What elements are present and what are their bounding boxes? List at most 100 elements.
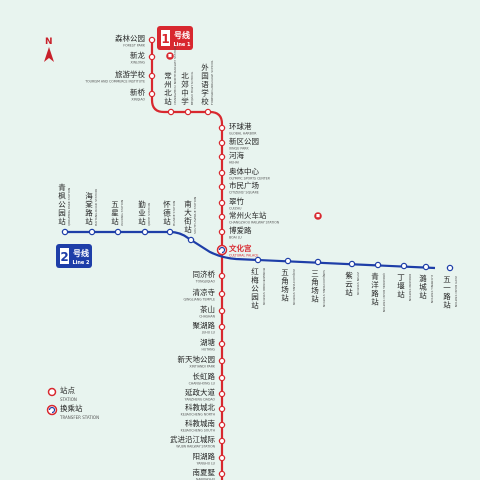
line1-station-2-label: 旅游学校	[115, 69, 145, 79]
line2-station-8-label-text: 三角场站	[311, 269, 319, 304]
line1-station-11-node[interactable]	[218, 183, 226, 191]
line1-station-4-label-text: 常州北站	[164, 72, 172, 107]
line1-station-17-label-en: QINGLIANG TEMPLE	[184, 298, 216, 302]
line2-station-10-label-en: QINGYANG ROAD STATION	[382, 273, 386, 312]
line1-station-2-node[interactable]	[148, 72, 156, 80]
legend-station-label-en: STATION	[60, 397, 77, 402]
line1-station-1-node[interactable]	[148, 53, 156, 61]
line2-station-1-label-en: HAITANG ROAD STATION	[94, 189, 98, 226]
line1-name: 号线	[174, 30, 190, 40]
line1-station-5-node[interactable]	[184, 108, 192, 116]
line2-station-10-label-text: 青洋路站	[371, 271, 379, 307]
line2-station-10-node[interactable]	[374, 261, 382, 269]
line1-station-9-node[interactable]	[218, 153, 226, 161]
line2-station-3-label: 勤业站	[138, 199, 146, 226]
line1-station-6-node[interactable]	[204, 108, 212, 116]
line1-station-11-label-en: CITIZENS' SQUARE	[229, 191, 259, 195]
line2-station-12-label: 潞城站	[419, 273, 427, 300]
line1-station-10-node[interactable]	[218, 169, 226, 177]
line1-station-23-node[interactable]	[218, 390, 226, 398]
line2-station-10-label: 青洋路站	[371, 271, 379, 307]
line2-station-11-label: 丁堰站	[397, 273, 405, 299]
line1-station-4-label-en: CHANGZHOU NORTH RAILWAY STATION	[173, 46, 177, 105]
line2-station-12-node[interactable]	[422, 263, 430, 271]
line2-station-7-label-en: WUJIAOCHANG STATION	[292, 269, 296, 305]
legend-transfer-label-en: TRANSFER STATION	[59, 415, 99, 420]
line2-station-7-label: 五角场站	[281, 268, 289, 303]
line1-station-27-node[interactable]	[218, 454, 226, 462]
line2-station-13-label: 五一路站	[443, 275, 451, 310]
line2-station-13-node[interactable]	[446, 264, 454, 272]
line1-station-26-node[interactable]	[218, 437, 226, 445]
line2-station-4-label: 怀德站	[163, 199, 171, 226]
line2-station-5-label-text: 南大街站	[184, 199, 192, 235]
line1-station-19-node[interactable]	[218, 323, 226, 331]
line1-station-5-label-en: BEIJIAO HIGH SCHOOL	[190, 71, 194, 105]
line1-station-16-label: 同济桥	[193, 269, 216, 279]
transfer-icon	[218, 246, 226, 254]
line1-station-11-label: 市民广场	[229, 180, 259, 190]
line2-station-8-label-en: SANJIAOCHANG STATION	[322, 270, 326, 307]
line2-station-7-node[interactable]	[284, 257, 292, 265]
line2-station-12-label-text: 潞城站	[419, 273, 427, 300]
transfer-node[interactable]	[216, 244, 228, 256]
line2-station-9-label: 紫云站	[345, 271, 353, 297]
line1-station-22-node[interactable]	[218, 374, 226, 382]
line2-station-5-node[interactable]	[187, 236, 195, 244]
line2-station-9-node[interactable]	[348, 260, 356, 268]
line1-station-4-node[interactable]	[167, 108, 175, 116]
line2-station-1-node[interactable]	[88, 228, 96, 236]
line2-station-2-label: 五星站	[111, 200, 119, 226]
svg-text:2: 2	[60, 250, 68, 264]
line1-station-7-label: 环球港	[229, 121, 252, 131]
line1-station-17-node[interactable]	[218, 290, 226, 298]
line1-station-4-label: 常州北站	[164, 72, 172, 107]
line1-station-16-node[interactable]	[218, 272, 226, 280]
line2-station-2-node[interactable]	[114, 228, 122, 236]
line1-station-13-label: 常州火车站	[229, 210, 267, 220]
line2-station-8-node[interactable]	[314, 258, 322, 266]
line2-station-12-label-en: LUCHENG STATION	[430, 275, 434, 303]
line1-station-3-label-en: XINQIAO	[131, 98, 145, 102]
line1-station-8-label: 新区公园	[229, 136, 259, 146]
line2-station-0-node[interactable]	[61, 228, 69, 236]
line2-station-4-label-text: 怀德站	[163, 199, 171, 226]
line1-station-9-label: 河海	[229, 150, 244, 160]
line1-station-7-node[interactable]	[218, 124, 226, 132]
line1-station-18-node[interactable]	[218, 307, 226, 315]
railway-icon-inner	[316, 214, 320, 218]
line1-station-24-node[interactable]	[218, 405, 226, 413]
line1-station-23-label-en: YANZHENG DADAO	[185, 398, 216, 402]
line1-station-25-node[interactable]	[218, 421, 226, 429]
line1-station-21-node[interactable]	[218, 357, 226, 365]
line1-station-13-node[interactable]	[218, 213, 226, 221]
line1-station-28-node[interactable]	[218, 470, 226, 478]
line2-station-5-label: 南大街站	[184, 199, 192, 235]
line2-station-11-node[interactable]	[400, 262, 408, 270]
line1-station-19-label-en: JUHU LU	[201, 331, 216, 335]
line1-station-12-node[interactable]	[218, 199, 226, 207]
line1-station-7-label-en: GLOBAL HARBOR	[229, 132, 257, 136]
line2-station-4-node[interactable]	[166, 228, 174, 236]
line1-station-26-label-en: WUJIN RAILWAY STATION	[176, 445, 215, 449]
line2-station-3-node[interactable]	[141, 228, 149, 236]
line2-station-5-label-en: SOUTH AVENUE STATION	[193, 197, 197, 234]
line1-station-13-label-en: CHANGZHOU RAILWAY STATION	[229, 221, 280, 225]
line2-station-4-label-en: HUAIDE STATION	[172, 201, 176, 226]
line2-station-1-label: 海棠路站	[85, 191, 93, 227]
line1-station-10-label-en: OLYMPIC SPORTS CENTER	[229, 177, 271, 181]
line1-station-3-node[interactable]	[148, 90, 156, 98]
line1-station-6-label: 外国语学校	[201, 62, 209, 106]
line1-station-8-node[interactable]	[218, 139, 226, 147]
line2-station-6-node[interactable]	[254, 256, 262, 264]
line1-station-0-node[interactable]	[148, 36, 156, 44]
line1-station-20-label: 湖塘	[200, 337, 215, 347]
compass-label: N	[45, 37, 53, 47]
line1-station-24-label-en: KEJIAOCHENG NORTH	[181, 413, 216, 417]
line2-station-0-label-en: QINGFENG PARK STATION	[67, 188, 71, 226]
line2-station-3-label-en: QINYE STATION	[147, 203, 151, 226]
line1-station-14-node[interactable]	[218, 228, 226, 236]
line1-station-20-node[interactable]	[218, 340, 226, 348]
line1-station-14-label-en: BOAI LU	[229, 236, 242, 240]
line2-station-2-label-text: 五星站	[111, 200, 119, 226]
